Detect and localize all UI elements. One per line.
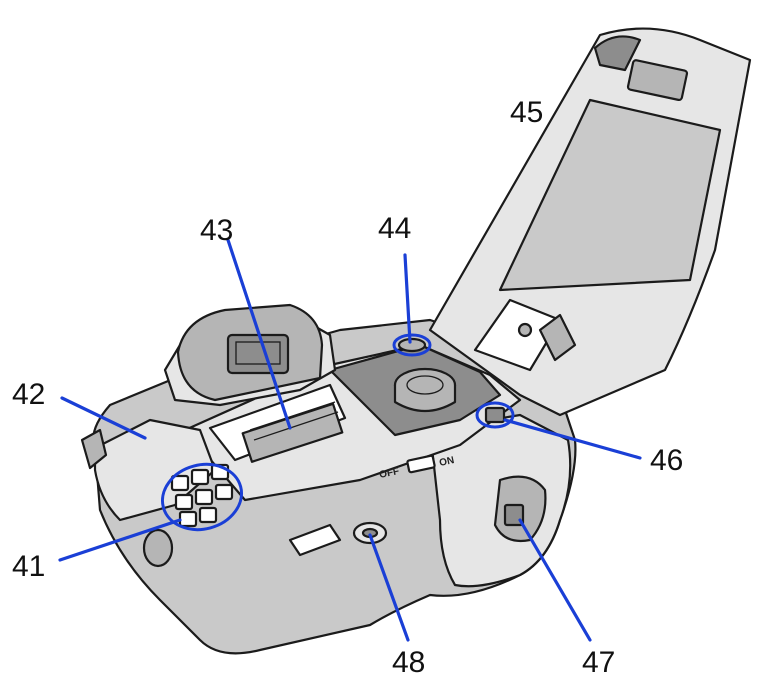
ring-46 (475, 401, 515, 429)
leader-48 (368, 533, 410, 642)
callout-41: 41 (12, 550, 45, 583)
battery-cylinder (393, 367, 457, 412)
leader-46 (503, 418, 642, 460)
switch-on-label: ON (438, 455, 455, 469)
switch-off-label: OFF (378, 466, 400, 481)
callout-48: 48 (392, 646, 425, 679)
ring-41 (160, 462, 244, 532)
callout-42: 42 (12, 378, 45, 411)
callout-45: 45 (510, 96, 543, 129)
leader-47 (518, 518, 592, 642)
callout-43: 43 (200, 214, 233, 247)
leader-41 (58, 518, 182, 562)
battery-door (428, 27, 752, 417)
tripod-socket (352, 521, 388, 545)
leader-42 (60, 396, 147, 440)
eyepiece (176, 303, 324, 402)
camera-body: OFF ON (80, 303, 577, 655)
leader-43 (226, 238, 292, 430)
leader-lines (58, 238, 642, 642)
leader-44 (403, 253, 412, 344)
ring-44 (392, 333, 432, 357)
callout-numbers: 41 42 43 44 45 46 47 48 (12, 96, 683, 679)
callout-44: 44 (378, 212, 411, 245)
callout-46: 46 (650, 444, 683, 477)
callout-47: 47 (582, 646, 615, 679)
data-back-contacts (208, 383, 347, 463)
power-switch: OFF ON (378, 454, 455, 481)
grip-lock-lever (493, 475, 547, 543)
